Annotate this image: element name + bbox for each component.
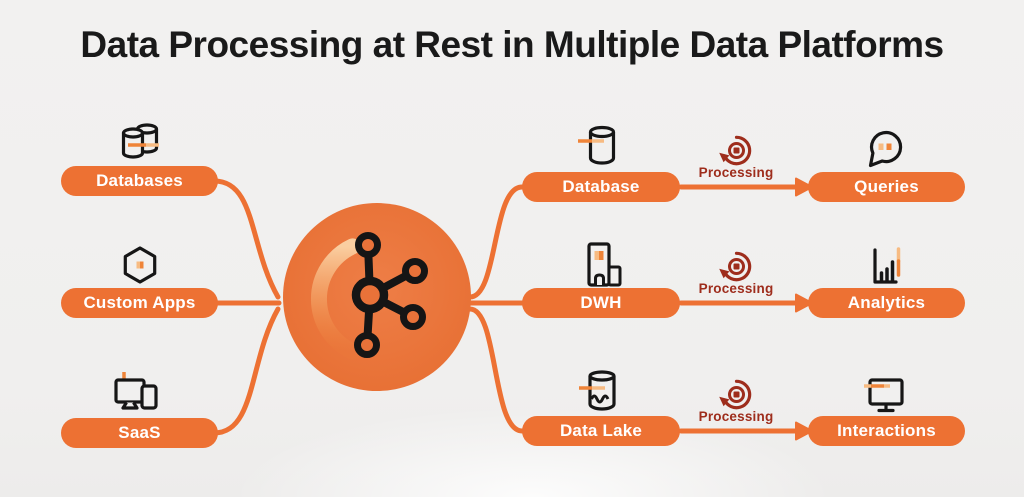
hub-crescent-highlight [311, 238, 361, 360]
kafka-logo-icon [351, 232, 428, 358]
data-lake-icon [579, 370, 616, 411]
source-label: Databases [96, 171, 183, 190]
arrowhead-icon [795, 293, 813, 313]
interactions-icon [864, 378, 904, 413]
link-saas-to-hub [211, 306, 281, 436]
arrowhead-icon [795, 421, 813, 441]
database-icon [578, 125, 616, 165]
processing-label: Processing [698, 165, 774, 180]
analytics-icon [873, 247, 901, 284]
source-pill-databases: Databases [61, 166, 218, 196]
processing-label: Processing [698, 281, 774, 296]
platform-pill-dwh: DWH [522, 288, 680, 318]
source-pill-saas: SaaS [61, 418, 218, 448]
link-hub-to-datalake [467, 306, 525, 434]
custom-apps-icon [123, 246, 157, 284]
platform-pill-database: Database [522, 172, 680, 202]
processing-icon [719, 135, 752, 166]
arrowhead-icon [795, 177, 813, 197]
output-label: Analytics [847, 293, 926, 312]
output-pill-analytics: Analytics [808, 288, 965, 318]
saas-icon [114, 372, 158, 410]
processing-icon [719, 251, 752, 282]
kafka-hub-icon [283, 203, 471, 391]
processing-icon [719, 379, 752, 410]
platform-pill-data-lake: Data Lake [522, 416, 680, 446]
platform-label: Data Lake [559, 421, 643, 440]
databases-icon [121, 123, 159, 159]
page-title: Data Processing at Rest in Multiple Data… [80, 24, 944, 65]
source-label: Custom Apps [83, 293, 196, 312]
output-label: Queries [854, 177, 919, 196]
source-pill-custom-apps: Custom Apps [61, 288, 218, 318]
link-databases-to-hub [211, 178, 281, 300]
queries-icon [868, 130, 903, 168]
processing-label: Processing [698, 409, 774, 424]
source-label: SaaS [118, 423, 161, 442]
link-hub-to-database [467, 184, 525, 300]
output-label: Interactions [837, 421, 936, 440]
dwh-icon [587, 242, 622, 287]
output-pill-interactions: Interactions [808, 416, 965, 446]
platform-label: DWH [580, 293, 622, 312]
output-pill-queries: Queries [808, 172, 965, 202]
platform-label: Database [562, 177, 640, 196]
